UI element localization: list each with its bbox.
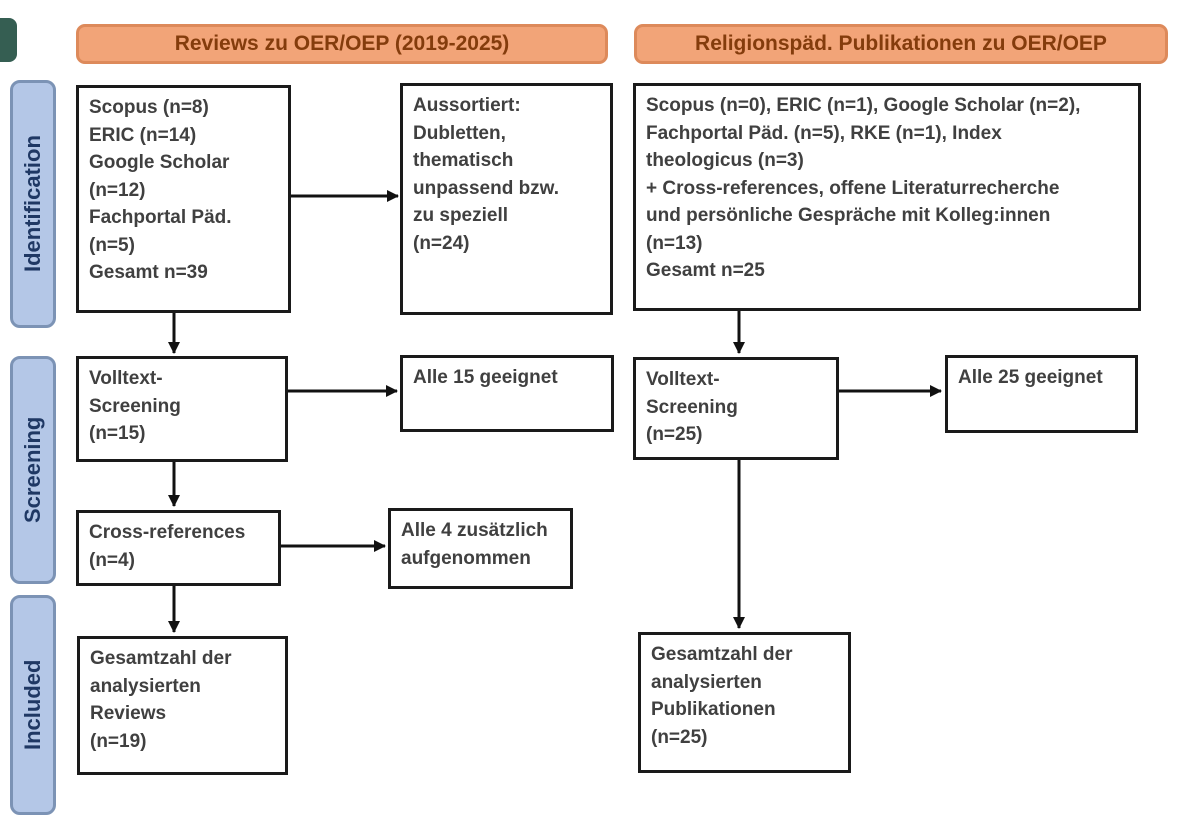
box-left-fulltext-screening: Volltext- Screening (n=15) <box>76 356 288 462</box>
box-right-fulltext-screening: Volltext- Screening (n=25) <box>633 357 839 460</box>
box-right-identification-sources: Scopus (n=0), ERIC (n=1), Google Scholar… <box>633 83 1141 311</box>
box-right-eligible: Alle 25 geeignet <box>945 355 1138 433</box>
box-left-identification-sources: Scopus (n=8) ERIC (n=14) Google Scholar … <box>76 85 291 313</box>
column-header-religionspaed: Religionspäd. Publikationen zu OER/OEP <box>634 24 1168 64</box>
dark-corner-square <box>0 18 17 62</box>
box-left-cross-references: Cross-references (n=4) <box>76 510 281 586</box>
box-left-total-included: Gesamtzahl der analysierten Reviews (n=1… <box>77 636 288 775</box>
box-right-total-included: Gesamtzahl der analysierten Publikatione… <box>638 632 851 773</box>
box-left-sorted-out: Aussortiert: Dubletten, thematisch unpas… <box>400 83 613 315</box>
box-left-cross-references-result: Alle 4 zusätzlich aufgenommen <box>388 508 573 589</box>
column-header-reviews: Reviews zu OER/OEP (2019-2025) <box>76 24 608 64</box>
box-left-eligible: Alle 15 geeignet <box>400 355 614 432</box>
